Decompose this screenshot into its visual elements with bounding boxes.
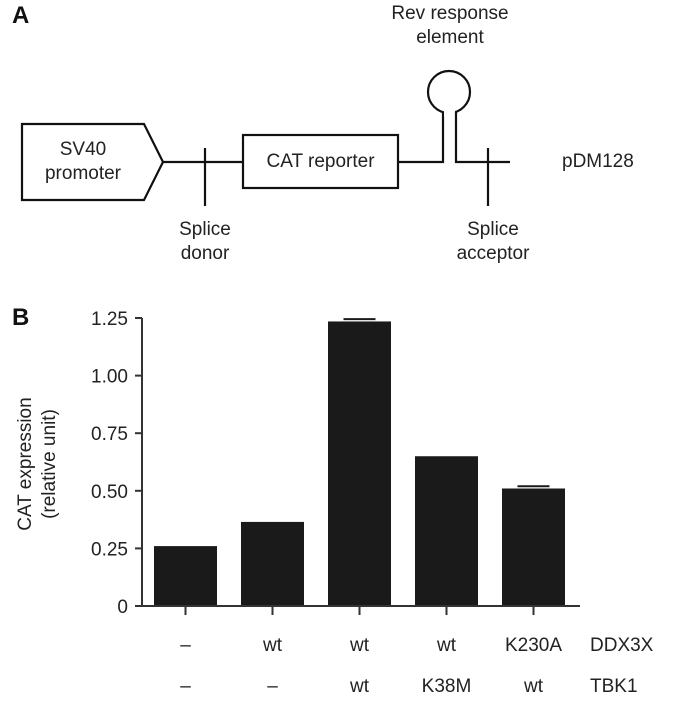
y-tick-label: 1.25 (91, 309, 128, 330)
condition-cell: – (180, 635, 191, 656)
condition-cell: wt (349, 635, 370, 656)
y-tick-label: 0.25 (91, 539, 128, 560)
x-axis (142, 605, 580, 615)
condition-cell: wt (523, 676, 544, 697)
splice-donor-label: Splice donor (179, 219, 231, 264)
y-tick-label: 1.00 (91, 367, 128, 388)
bar (415, 456, 478, 606)
condition-cell: wt (349, 676, 370, 697)
y-axis: 0 0.25 0.50 0.75 1.00 1.25 (91, 309, 143, 618)
y-tick-label: 0.75 (91, 424, 128, 445)
condition-cell: – (267, 676, 278, 697)
construct-name: pDM128 (562, 151, 634, 172)
condition-cell: K38M (422, 676, 472, 697)
promoter-label: SV40 promoter (44, 139, 122, 184)
bar (241, 521, 304, 606)
y-tick-label: 0.50 (91, 482, 128, 503)
condition-cell: wt (262, 635, 283, 656)
reporter-label: CAT reporter (266, 151, 375, 172)
panel-b-label: B (12, 304, 30, 331)
condition-row-name: TBK1 (590, 676, 638, 697)
rre-stem-right (454, 112, 510, 164)
rre-label: Rev response element (391, 3, 509, 48)
bars (154, 318, 565, 606)
condition-cell: wt (436, 635, 457, 656)
bar (328, 321, 391, 606)
panel-a-label: A (12, 2, 30, 29)
condition-row-name: DDX3X (590, 635, 654, 656)
splice-acceptor-label: Splice acceptor (456, 219, 530, 264)
bar (502, 488, 565, 606)
condition-cell: K230A (505, 635, 562, 656)
rre-stem-left (398, 112, 445, 164)
pdm128-construct-diagram (20, 69, 510, 206)
bar (154, 546, 217, 606)
sv40-promoter-shape (20, 122, 165, 202)
y-tick-label: 0 (117, 597, 128, 618)
condition-cell: – (180, 676, 191, 697)
